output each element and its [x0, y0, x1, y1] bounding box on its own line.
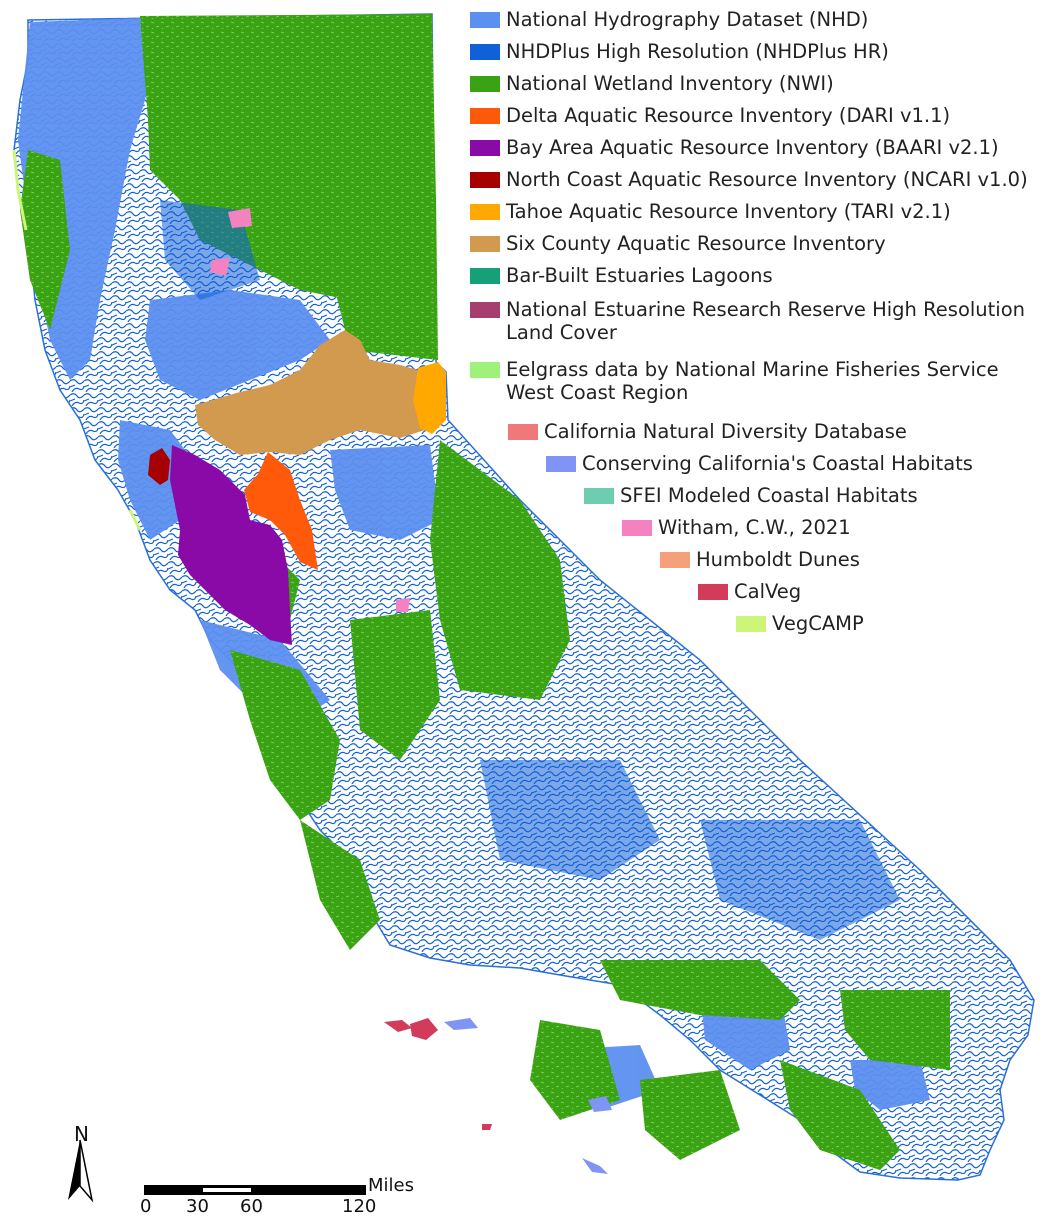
legend-item: National Estuarine Research Reserve High…	[470, 298, 1025, 344]
legend-item: Six County Aquatic Resource Inventory	[470, 232, 886, 255]
legend-swatch	[470, 172, 500, 188]
scale-bar-segment	[203, 1188, 251, 1192]
legend-item: Bay Area Aquatic Resource Inventory (BAA…	[470, 136, 999, 159]
legend-label: Witham, C.W., 2021	[658, 516, 851, 539]
legend-item: NHDPlus High Resolution (NHDPlus HR)	[470, 40, 889, 63]
bay-area-region	[170, 445, 292, 645]
legend-item: Witham, C.W., 2021	[622, 516, 851, 539]
north-arrow-icon	[68, 1139, 94, 1203]
legend-swatch	[470, 236, 500, 252]
legend-label: National Wetland Inventory (NWI)	[506, 72, 834, 95]
legend-label: VegCAMP	[772, 612, 864, 635]
legend-label: National Hydrography Dataset (NHD)	[506, 8, 869, 31]
legend-item: CalVeg	[698, 580, 801, 603]
legend-item: Eelgrass data by National Marine Fisheri…	[470, 358, 999, 404]
legend-item: North Coast Aquatic Resource Inventory (…	[470, 168, 1028, 191]
legend-swatch	[470, 204, 500, 220]
legend-item: SFEI Modeled Coastal Habitats	[584, 484, 918, 507]
legend-swatch	[508, 424, 538, 440]
legend-swatch	[660, 552, 690, 568]
legend-label: Humboldt Dunes	[696, 548, 860, 571]
nwi-regions	[20, 14, 950, 1170]
legend-swatch	[470, 268, 500, 284]
vegcamp-coast	[12, 149, 142, 531]
tahoe-region	[413, 362, 446, 434]
legend-item: National Wetland Inventory (NWI)	[470, 72, 834, 95]
legend-swatch	[470, 44, 500, 60]
north-letter: N	[74, 1122, 89, 1146]
legend-label: Tahoe Aquatic Resource Inventory (TARI v…	[506, 200, 951, 223]
legend-swatch	[584, 488, 614, 504]
legend-item: Delta Aquatic Resource Inventory (DARI v…	[470, 104, 950, 127]
legend-item: Humboldt Dunes	[660, 548, 860, 571]
legend-swatch	[470, 362, 500, 378]
legend-swatch	[470, 12, 500, 28]
legend-item: Conserving California's Coastal Habitats	[546, 452, 973, 475]
legend-label: Delta Aquatic Resource Inventory (DARI v…	[506, 104, 951, 127]
legend-item: VegCAMP	[736, 612, 864, 635]
legend-label: SFEI Modeled Coastal Habitats	[620, 484, 918, 507]
scale-tick-60: 60	[240, 1196, 263, 1217]
legend-item: Tahoe Aquatic Resource Inventory (TARI v…	[470, 200, 951, 223]
six-county-region	[195, 330, 425, 455]
legend-item: Bar-Built Estuaries Lagoons	[470, 264, 773, 287]
legend-label: North Coast Aquatic Resource Inventory (…	[506, 168, 1028, 191]
legend-label: Conserving California's Coastal Habitats	[582, 452, 973, 475]
scale-tick-120: 120	[342, 1196, 377, 1217]
scale-unit: Miles	[368, 1175, 414, 1196]
legend-swatch	[470, 76, 500, 92]
legend-label: CalVeg	[734, 580, 802, 603]
legend-item: California Natural Diversity Database	[508, 420, 907, 443]
witham-spots	[210, 208, 410, 612]
legend-label: Bar-Built Estuaries Lagoons	[506, 264, 773, 287]
scale-tick-0: 0	[140, 1196, 152, 1217]
legend-label: Eelgrass data by National Marine Fisheri…	[506, 358, 999, 404]
scale-tick-30: 30	[186, 1196, 209, 1217]
north-coast-region	[148, 448, 170, 485]
legend-label: NHDPlus High Resolution (NHDPlus HR)	[506, 40, 889, 63]
legend-swatch	[736, 616, 766, 632]
channel-islands	[384, 1018, 612, 1174]
delta-region	[244, 452, 318, 570]
legend-swatch	[470, 108, 500, 124]
legend-swatch	[622, 520, 652, 536]
legend-swatch	[470, 140, 500, 156]
legend-label: Bay Area Aquatic Resource Inventory (BAA…	[506, 136, 999, 159]
legend-swatch	[698, 584, 728, 600]
legend-label: National Estuarine Research Reserve High…	[506, 298, 1026, 344]
legend-swatch	[546, 456, 576, 472]
scale-bar	[144, 1185, 366, 1195]
legend-label: California Natural Diversity Database	[544, 420, 907, 443]
legend-label: Six County Aquatic Resource Inventory	[506, 232, 886, 255]
nhdplus-regions	[160, 200, 900, 940]
legend-item: National Hydrography Dataset (NHD)	[470, 8, 868, 31]
legend-swatch	[470, 302, 500, 318]
